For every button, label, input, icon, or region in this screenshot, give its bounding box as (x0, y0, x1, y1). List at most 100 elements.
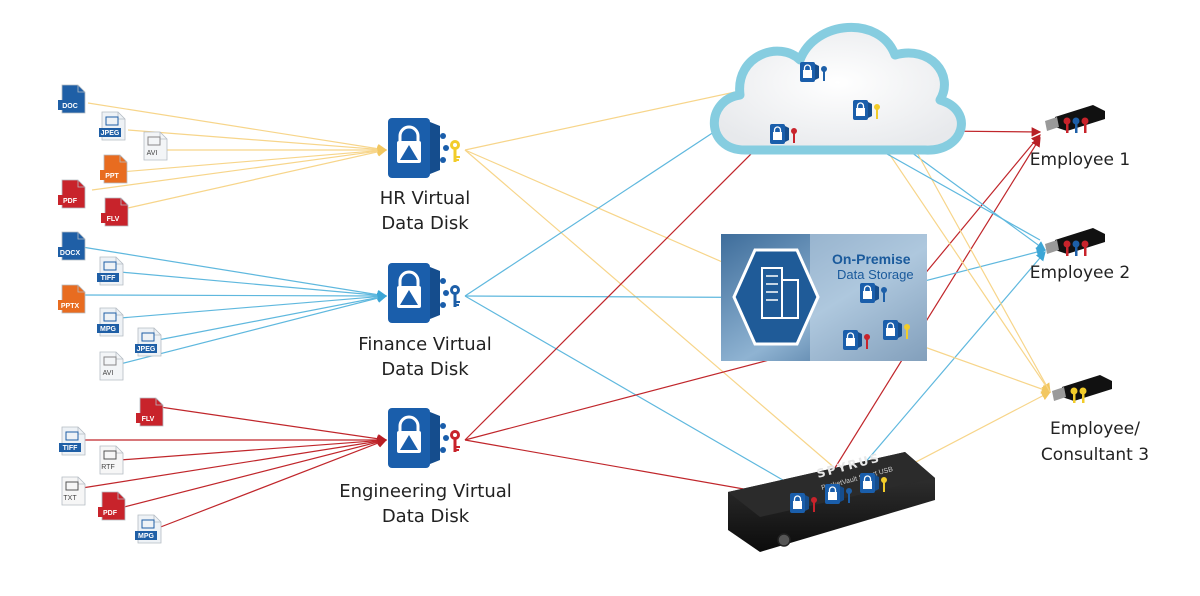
file-type-label: PDF (63, 198, 78, 205)
file-type-label: DOC (62, 103, 78, 110)
file-type-label: FLV (107, 216, 120, 223)
onprem-hr-lock-icon (883, 320, 910, 340)
hr-file-link (127, 147, 388, 209)
file-type-label: FLV (142, 416, 155, 423)
hr-file-link (119, 145, 388, 173)
engineering-file-link (159, 406, 388, 444)
employee-3-label-line1: Employee/ (1050, 419, 1140, 439)
file-type-label: TIFF (101, 275, 116, 282)
cloud-hr-lock-icon (853, 100, 880, 120)
pdf-file-icon: PDF (58, 179, 86, 209)
txt-file-icon: TXT (61, 476, 86, 506)
finance-disk-label-line2: Data Disk (381, 359, 469, 380)
finance-file-link (119, 293, 388, 365)
mini-key-icon (874, 104, 880, 119)
finance-to-usb (464, 295, 802, 491)
engineering-file-link (119, 437, 388, 509)
file-type-label: MPG (138, 533, 155, 540)
engineering-to-usb (464, 439, 797, 502)
cloud-to-employee-2-b (879, 149, 1041, 241)
employee-2-label-line1: Employee 2 (1029, 263, 1131, 283)
usb-to-employee-1 (814, 136, 1041, 501)
finance-disk-label: Finance Virtual Data Disk (340, 332, 510, 382)
file-type-label: RTF (101, 464, 114, 471)
onprem-to-employee-3 (904, 339, 1052, 394)
engineering-file-link (119, 435, 388, 461)
engineering-disk-label-line2: Data Disk (381, 506, 470, 527)
onprem-engineering-lock-icon (843, 330, 870, 350)
cloud-storage (709, 22, 966, 155)
engineering-key-icon (450, 430, 460, 452)
mini-key-icon (881, 287, 887, 302)
pptx-file-icon: PPTX (58, 284, 86, 314)
finance-file-link (81, 246, 388, 300)
file-type-label: PPTX (61, 303, 80, 310)
hr-file-link (127, 129, 388, 155)
cloud-to-employee-3-b (909, 139, 1051, 393)
finance-file-link (119, 291, 388, 319)
usb-engineering-lock-icon (790, 493, 817, 513)
hr-disk-icon (388, 118, 460, 178)
doc-file-icon: DOC (58, 84, 86, 114)
engineering-file-link (157, 438, 388, 529)
flv-file-icon: FLV (101, 197, 129, 227)
mini-key-icon (904, 324, 910, 339)
jpeg-file-icon: JPEG (99, 111, 126, 141)
finance-file-link (157, 292, 388, 341)
employee-3-label-line2: Consultant 3 (1040, 445, 1150, 465)
engineering-disk-label: Engineering Virtual Data Disk (328, 479, 523, 529)
ppt-file-icon: PPT (100, 154, 128, 184)
on-premise-storage: On-Premise Data Storage (721, 234, 927, 361)
virtual-disks (388, 118, 460, 468)
file-type-label: TXT (63, 495, 77, 502)
employee-2-label: Employee 2 (1025, 260, 1135, 286)
employee-usb-keys (1045, 105, 1112, 403)
file-type-label: MPG (100, 326, 117, 333)
cloud-to-employee-3 (864, 117, 1051, 393)
file-type-label: PDF (103, 510, 118, 517)
employee-1-label-line1: Employee 1 (1029, 150, 1131, 170)
flv-file-icon: FLV (136, 397, 164, 427)
tiff-file-icon: TIFF (59, 426, 86, 456)
hr-disk-label-line1: HR Virtual (379, 188, 471, 209)
file-icons: DOC JPEG AVI PPT PDF FLV DOCX TIFF PPTX MPG JPEG AV… (58, 84, 168, 544)
engineering-to-cloud (464, 134, 771, 441)
pdf-file-icon: PDF (98, 491, 126, 521)
onprem-finance-lock-icon (860, 283, 887, 303)
on-premise-subtitle: Data Storage (837, 267, 914, 282)
hr-file-link (87, 102, 388, 154)
employee-3-usb-icon (1052, 375, 1112, 403)
employee-2-usb-icon (1045, 228, 1105, 256)
file-type-label: JPEG (137, 346, 156, 353)
storage-lock-icons (770, 62, 910, 513)
finance-disk-icon (388, 263, 460, 323)
employee-1-usb-icon (1045, 105, 1105, 133)
finance-disk-label-line1: Finance Virtual (358, 334, 492, 355)
cloud-engineering-lock-icon (770, 124, 797, 144)
file-type-label: DOCX (60, 250, 81, 257)
hr-file-link (91, 146, 388, 191)
file-type-label: PPT (105, 173, 119, 180)
employee-3-label: Employee/ Consultant 3 (1035, 416, 1155, 468)
file-type-label: JPEG (101, 130, 120, 137)
usb-hr-lock-icon (860, 473, 887, 493)
finance-file-link (119, 271, 388, 301)
employee-1-label: Employee 1 (1025, 147, 1135, 173)
mini-key-icon (881, 477, 887, 492)
tiff-file-icon: TIFF (97, 256, 124, 286)
engineering-disk-label-line1: Engineering Virtual (339, 481, 512, 502)
hr-disk-label-line2: Data Disk (381, 213, 469, 234)
on-premise-title: On-Premise (832, 251, 911, 267)
avi-file-icon: AVI (143, 131, 168, 161)
file-type-label: AVI (147, 150, 158, 157)
rtf-file-icon: RTF (99, 445, 124, 475)
mini-key-icon (846, 488, 852, 503)
avi-file-icon: AVI (99, 351, 124, 381)
mpg-file-icon: MPG (97, 307, 124, 337)
usb-finance-lock-icon (825, 484, 852, 504)
docx-file-icon: DOCX (58, 231, 86, 261)
hr-to-usb (464, 149, 859, 489)
usb-to-employee-2 (839, 251, 1046, 493)
mpg-file-icon: MPG (135, 514, 162, 544)
